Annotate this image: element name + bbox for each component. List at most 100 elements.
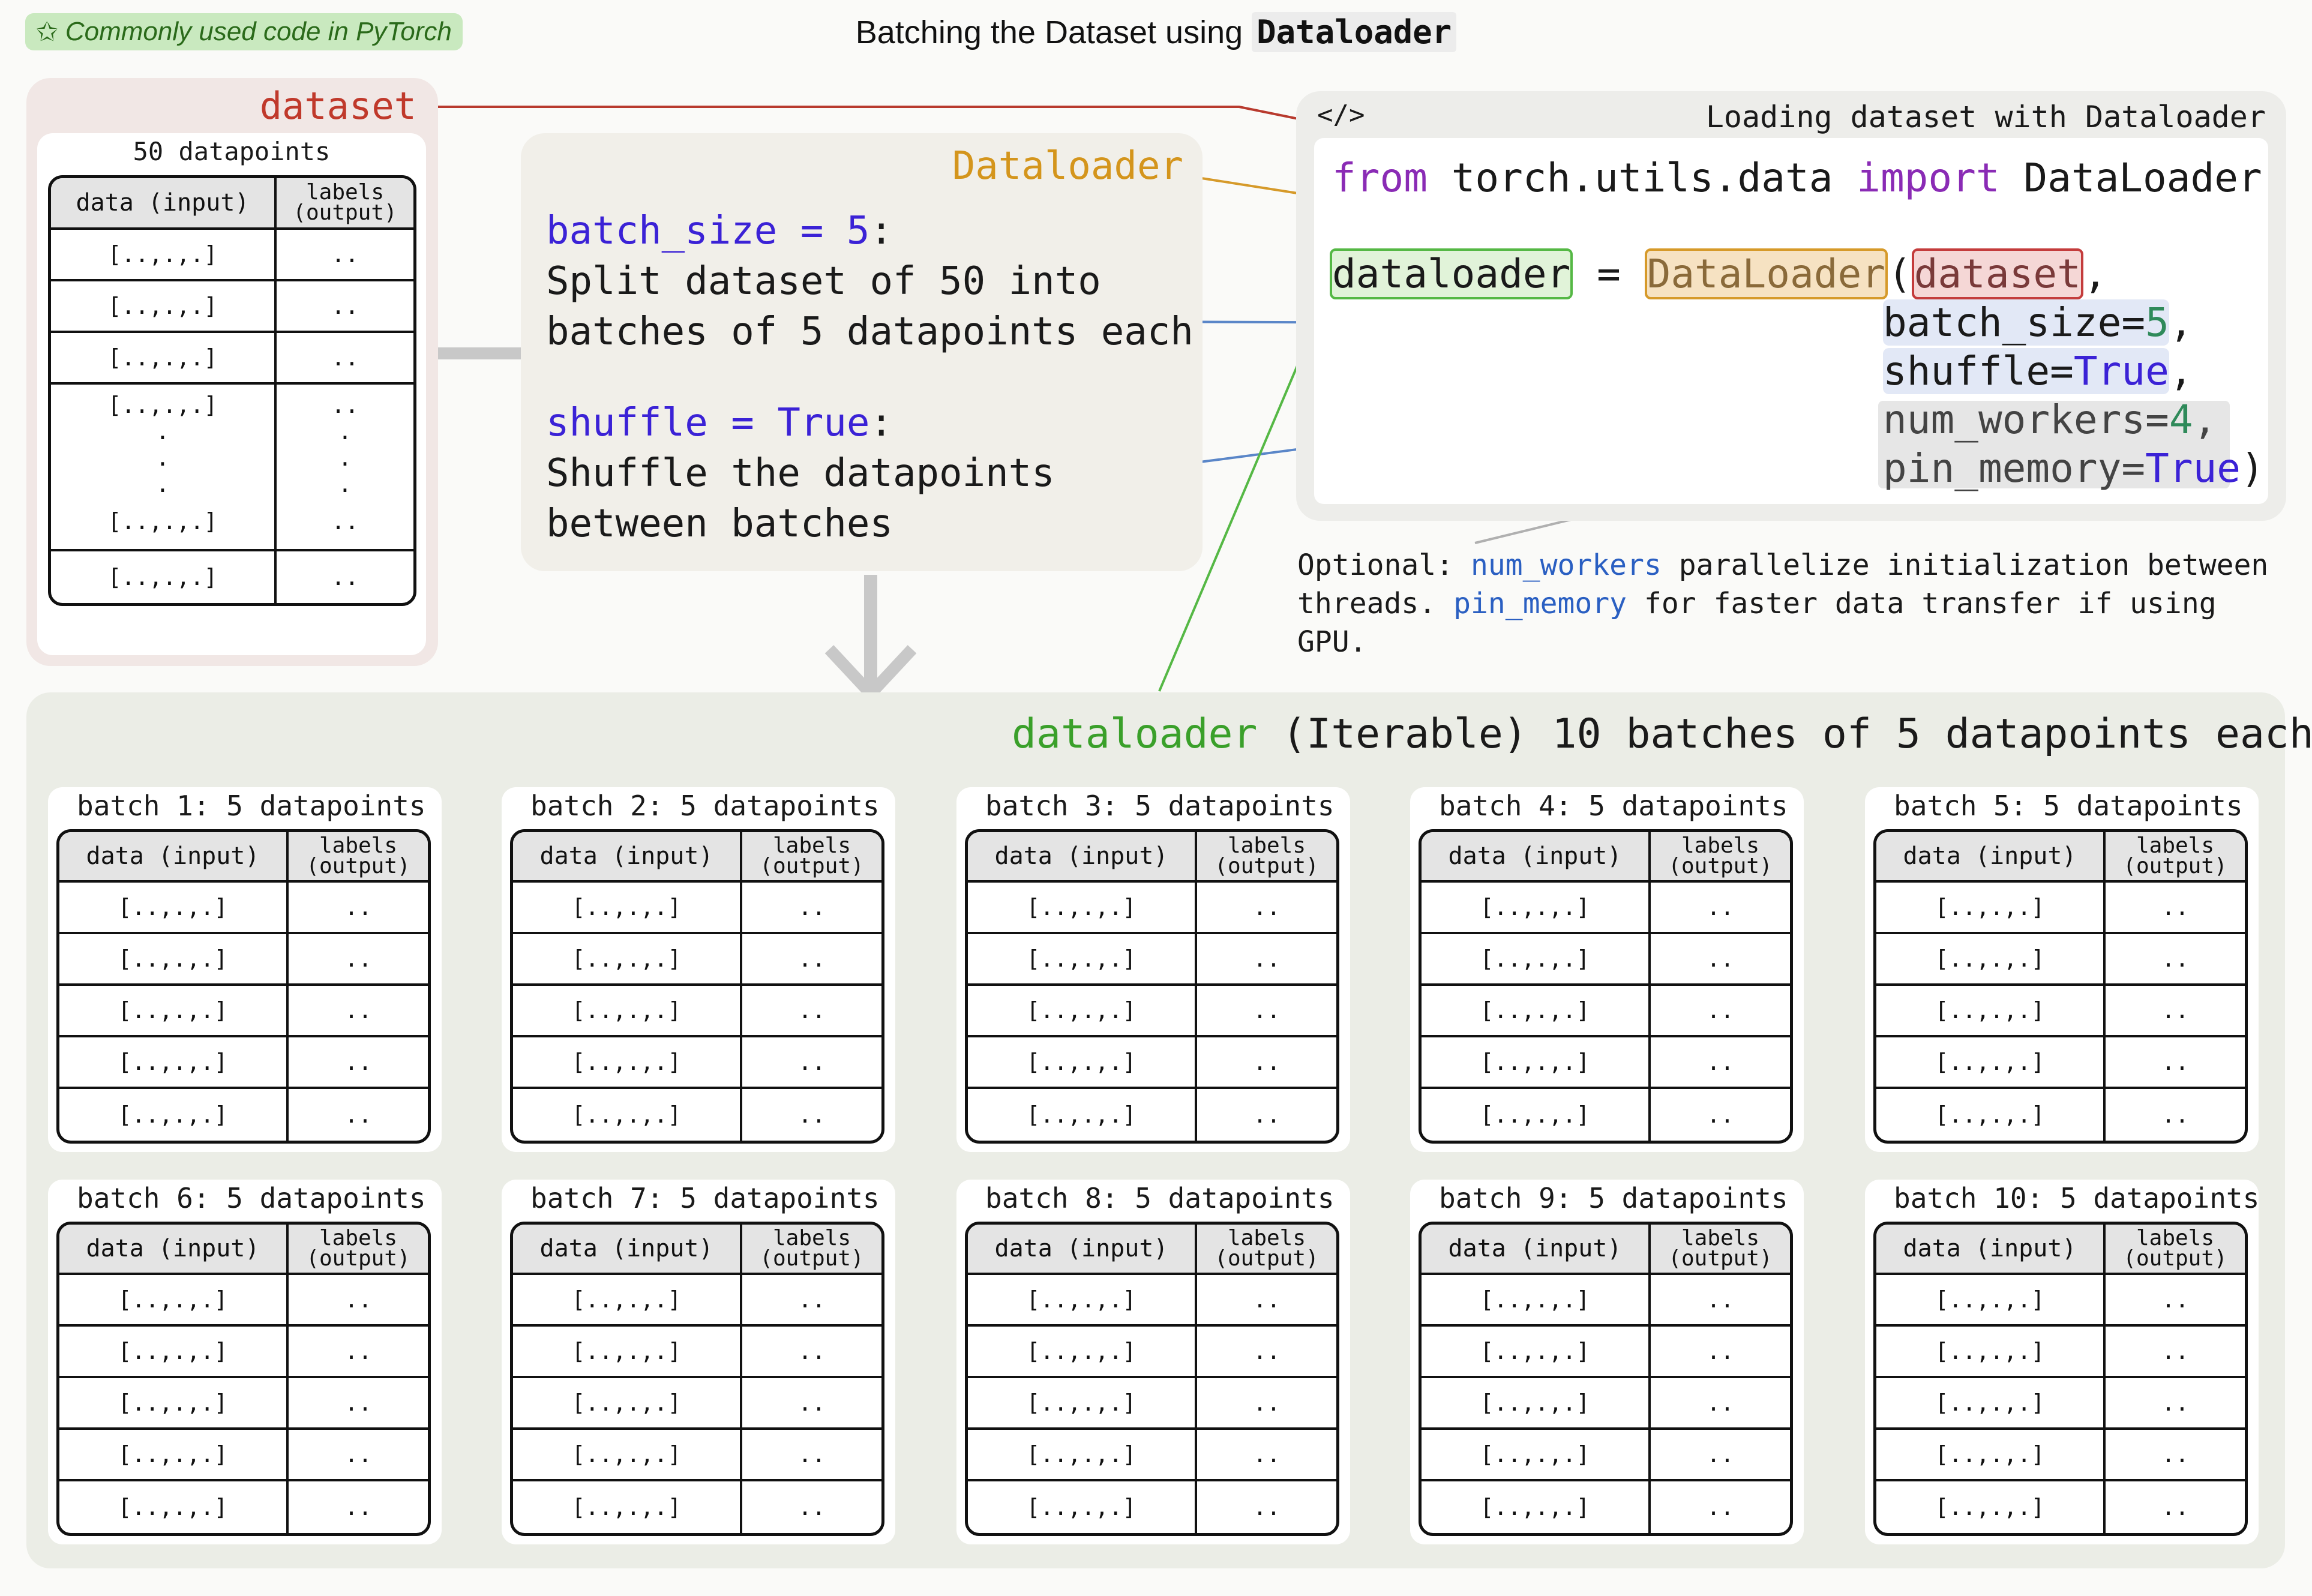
batch-title: batch 3: 5 datapoints [985, 790, 1335, 822]
code-icon: </> [1317, 100, 1365, 130]
optional-args-highlight [1878, 401, 2230, 488]
header-labels: labels(output) [277, 178, 413, 230]
row-label: .. [2161, 1102, 2189, 1128]
header-labels: labels(output) [1197, 832, 1336, 883]
row-label: .. [2106, 1430, 2245, 1481]
dataloader-panel [521, 133, 1203, 571]
code-line-import: from torch.utils.data import DataLoader [1332, 155, 2262, 201]
star-icon: ✩ [36, 17, 58, 47]
header-data: data (input) [968, 832, 1197, 883]
row-data: [..,.,.] [1876, 986, 2106, 1037]
row-label: .. [331, 564, 359, 590]
row-data: [..,.,.] [59, 1327, 289, 1378]
row-label: .. [2106, 1327, 2245, 1378]
row-data: [..,.,.] [51, 551, 277, 603]
row-data: [..,.,.] [968, 883, 1197, 934]
row-data: [..,.,.] [59, 1089, 289, 1141]
code-line-pin-memory: pin_memory=True) [1883, 445, 2265, 491]
row-label: .. [1651, 934, 1790, 986]
code-var-dataloader: dataloader [1330, 248, 1573, 299]
row-data: [..,.,.] [51, 230, 277, 281]
row-data: [..,.,.] [1422, 1481, 1651, 1533]
dataloader-panel-title: Dataloader [952, 144, 1183, 188]
header-data: data (input) [1876, 832, 2106, 883]
row-label: .. [742, 1327, 881, 1378]
ellipsis-data-cell: [..,.,.] ... [..,.,.] [51, 385, 277, 551]
row-data: [..,.,.] [1422, 1037, 1651, 1089]
row-label: .. [2106, 986, 2245, 1037]
header-labels: labels(output) [1651, 1225, 1790, 1275]
batch-title: batch 1: 5 datapoints [77, 790, 426, 822]
row-data: [..,.,.] [513, 1275, 742, 1327]
row-label: .. [742, 1275, 881, 1327]
header-labels: labels(output) [742, 1225, 881, 1275]
batch-title: batch 2: 5 datapoints [530, 790, 880, 822]
row-label: .. [344, 1102, 372, 1128]
row-label: .. [1651, 883, 1790, 934]
code-line-num-workers: num_workers=4, [1883, 397, 2217, 443]
commonly-used-badge: ✩ Commonly used code in PyTorch [25, 13, 463, 50]
header-labels: labels(output) [2106, 1225, 2245, 1275]
row-data: [..,.,.] [513, 934, 742, 986]
row-data: [..,.,.] [51, 333, 277, 385]
page-title: Batching the Dataset using Dataloader [0, 12, 2312, 52]
iterable-label: dataloader (Iterable) 10 batches of 5 da… [1012, 710, 2312, 758]
row-label: .. [1651, 1327, 1790, 1378]
row-data: [..,.,.] [513, 1481, 742, 1533]
row-data: [..,.,.] [513, 1378, 742, 1430]
batch-title: batch 9: 5 datapoints [1439, 1182, 1788, 1214]
shuffle-heading: shuffle = True: [546, 401, 893, 445]
batch-table: data (input)labels(output)[..,.,.]..[..,… [56, 829, 431, 1144]
batch-table: data (input)labels(output)[..,.,.]..[..,… [1419, 829, 1793, 1144]
code-line-shuffle: shuffle=True, [1883, 348, 2193, 394]
row-label: .. [1197, 883, 1336, 934]
row-label: .. [289, 986, 428, 1037]
row-data: [..,.,.] [59, 883, 289, 934]
dataset-caption: 50 datapoints [133, 137, 331, 166]
code-line-assign: dataloader = DataLoader(dataset, [1330, 248, 2107, 299]
down-arrow-stem [864, 575, 877, 689]
header-data: data (input) [59, 1225, 289, 1275]
row-label: .. [1197, 1037, 1336, 1089]
batch-table: data (input)labels(output)[..,.,.]..[..,… [1419, 1222, 1793, 1536]
header-data: data (input) [59, 832, 289, 883]
row-label: .. [798, 1494, 826, 1520]
row-data: [..,.,.] [1876, 1327, 2106, 1378]
row-data: [..,.,.] [1422, 986, 1651, 1037]
row-data: [..,.,.] [1876, 1089, 2106, 1141]
batch-size-desc-line2: batches of 5 datapoints each [546, 310, 1194, 354]
batch-table: data (input)labels(output)[..,.,.]..[..,… [1873, 1222, 2248, 1536]
row-label: .. [1651, 986, 1790, 1037]
row-data: [..,.,.] [1422, 934, 1651, 986]
header-labels: labels(output) [1197, 1225, 1336, 1275]
batch-table: data (input)labels(output)[..,.,.]..[..,… [1873, 829, 2248, 1144]
dataset-table: data (input) labels(output) [..,.,.].. [… [48, 175, 416, 606]
batch-size-heading: batch_size = 5: [546, 209, 893, 253]
row-label: .. [2106, 1037, 2245, 1089]
row-data: [..,.,.] [59, 934, 289, 986]
badge-text: Commonly used code in PyTorch [65, 17, 452, 46]
row-data: [..,.,.] [513, 1089, 742, 1141]
row-label: .. [1707, 1494, 1734, 1520]
row-label: .. [2106, 934, 2245, 986]
header-data: data (input) [513, 832, 742, 883]
row-label: .. [742, 883, 881, 934]
batch-table: data (input)labels(output)[..,.,.]..[..,… [965, 1222, 1339, 1536]
code-line-batch-size: batch_size=5, [1883, 299, 2193, 346]
optional-note: Optional: num_workers parallelize initia… [1297, 548, 2269, 659]
batch-title: batch 7: 5 datapoints [530, 1182, 880, 1214]
batch-title: batch 6: 5 datapoints [77, 1182, 426, 1214]
row-data: [..,.,.] [1876, 934, 2106, 986]
row-data: [..,.,.] [1876, 1481, 2106, 1533]
row-label: .. [1197, 986, 1336, 1037]
header-labels: labels(output) [1651, 832, 1790, 883]
ellipsis-label-cell: .. ... .. [277, 385, 413, 551]
batch-size-desc-line1: Split dataset of 50 into [546, 259, 1101, 304]
row-label: .. [742, 934, 881, 986]
dataset-label: dataset [259, 84, 416, 128]
row-data: [..,.,.] [513, 1037, 742, 1089]
row-label: .. [277, 230, 413, 281]
row-label: .. [277, 333, 413, 385]
row-data: [..,.,.] [59, 1378, 289, 1430]
row-data: [..,.,.] [1422, 1327, 1651, 1378]
